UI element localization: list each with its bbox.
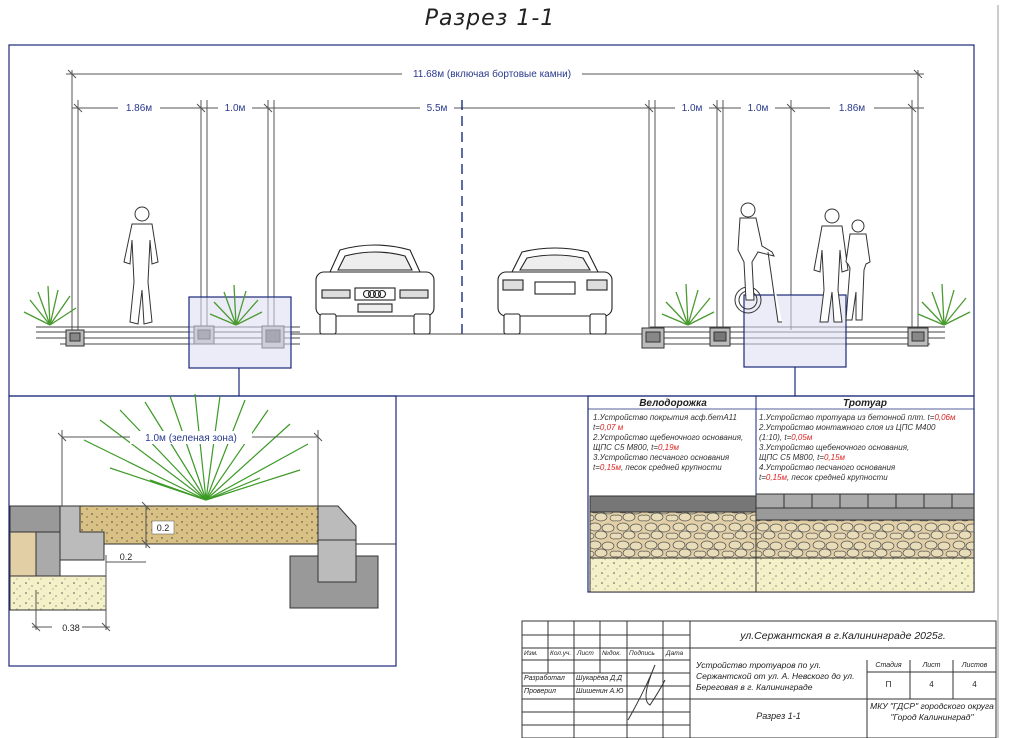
mortar-layer bbox=[755, 507, 975, 521]
drawing-name: Разрез 1-1 bbox=[756, 711, 801, 721]
dim-right-green: 1.0м bbox=[682, 103, 703, 114]
main-frame bbox=[8, 44, 975, 397]
col-izm: Изм. bbox=[524, 650, 538, 657]
checked-label: Проверил bbox=[524, 688, 556, 695]
signature-icon bbox=[627, 664, 666, 721]
detail-highlight-left bbox=[188, 296, 292, 369]
sheet-label: Лист bbox=[922, 662, 941, 669]
sidewalk-title: Тротуар bbox=[843, 398, 887, 409]
sheets-label: Листов bbox=[961, 662, 988, 669]
asphalt-layer bbox=[589, 495, 757, 513]
checked-name: Шишенин А.Ю bbox=[576, 688, 624, 695]
soil-layer bbox=[79, 505, 321, 545]
extension-lines bbox=[71, 70, 919, 330]
dim-green-zone: 1.0м (зеленая зона) bbox=[145, 433, 237, 444]
cyclist-icon bbox=[734, 202, 782, 323]
pedestrian-icon bbox=[123, 206, 159, 325]
gravel-layer-bike bbox=[589, 511, 757, 559]
couple-icon bbox=[813, 208, 871, 323]
sand-layer-sidewalk bbox=[755, 557, 975, 593]
page-title: Разрез 1-1 bbox=[424, 6, 556, 31]
dim-right-bike: 1.0м bbox=[748, 103, 769, 114]
dim-02-b: 0.2 bbox=[120, 552, 133, 562]
grass-icon bbox=[23, 283, 971, 326]
col-kol: Кол.уч. bbox=[550, 650, 572, 657]
dim-038: 0.38 bbox=[62, 623, 80, 633]
dim-02-a: 0.2 bbox=[157, 523, 170, 533]
tile-layer bbox=[755, 493, 975, 509]
stage-label: Стадия bbox=[875, 662, 902, 669]
bike-path-title: Велодорожка bbox=[639, 398, 707, 409]
col-doc: №док. bbox=[602, 650, 622, 657]
col-sign: Подпись bbox=[629, 650, 655, 657]
stage-value: П bbox=[885, 680, 892, 689]
car-rear-icon bbox=[497, 247, 613, 335]
developed-name: Шукарёва Д.Д bbox=[576, 675, 623, 682]
bike-path-spec: 1.Устройство покрытия асф.бетА11 t=0,07 … bbox=[593, 413, 744, 472]
dim-total: 11.68м (включая бортовые камни) bbox=[413, 68, 571, 80]
dim-right-sidewalk: 1.86м bbox=[839, 103, 865, 114]
developed-label: Разработал bbox=[524, 675, 565, 682]
organization: МКУ "ГДСР" городского округа "Город Кали… bbox=[870, 701, 994, 722]
gravel-layer-sidewalk bbox=[755, 519, 975, 559]
car-front-icon bbox=[315, 244, 435, 335]
dim-roadway: 5.5м bbox=[427, 103, 448, 114]
dim-left-green: 1.0м bbox=[225, 103, 246, 114]
project-name: ул.Сержантская в г.Калининграде 2025г. bbox=[740, 630, 946, 642]
work-description: Устройство тротуаров по ул. Сержантской … bbox=[696, 660, 855, 692]
sand-layer-bike bbox=[589, 557, 757, 593]
sidewalk-spec: 1.Устройство тротуара из бетонной плт. t… bbox=[759, 413, 956, 482]
detail-frame-left bbox=[8, 395, 397, 667]
sheet-value: 4 bbox=[929, 680, 934, 689]
sheets-value: 4 bbox=[972, 680, 977, 689]
col-list: Лист bbox=[577, 650, 594, 657]
green-fan-icon bbox=[83, 393, 309, 501]
col-date: Дата bbox=[666, 650, 684, 657]
dim-left-sidewalk: 1.86м bbox=[126, 103, 152, 114]
